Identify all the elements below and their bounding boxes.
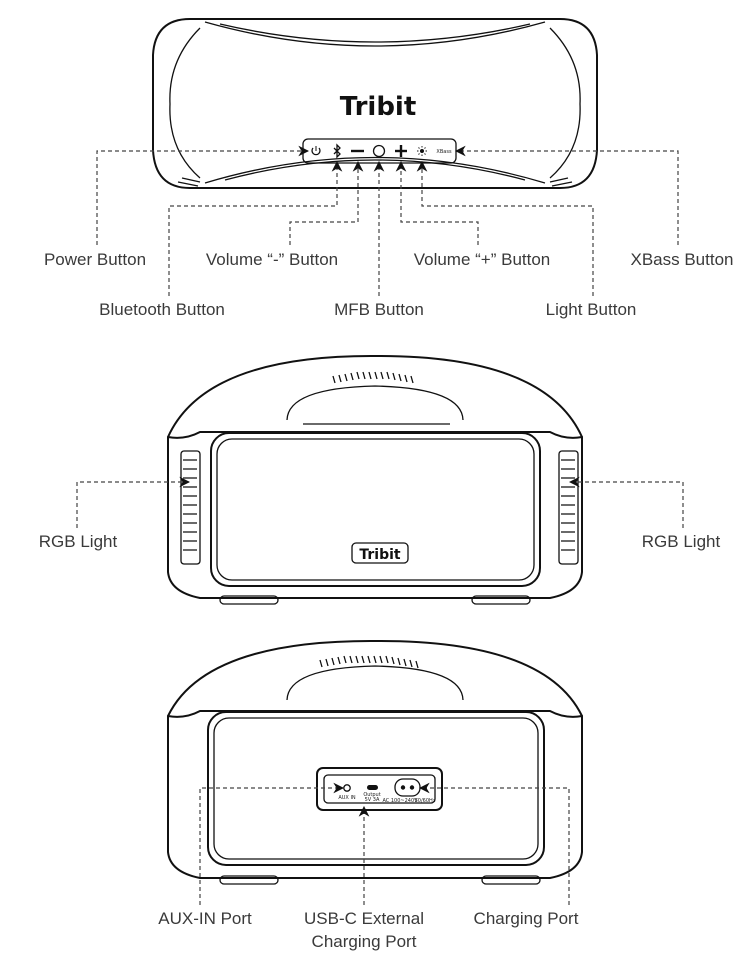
light-button-label: Light Button — [546, 300, 637, 319]
bluetooth-button-label: Bluetooth Button — [99, 300, 225, 319]
rgb-light-right-label: RGB Light — [642, 532, 721, 551]
output-port-text: Output — [363, 792, 380, 798]
xbass-panel-text: XBass — [436, 149, 452, 155]
top-brand-logo: Tribit — [340, 92, 417, 122]
charging-port-label: Charging Port — [474, 909, 579, 928]
back-view-speaker — [167, 639, 583, 885]
usbc-port-icon — [367, 785, 378, 790]
ac-port-icon — [394, 778, 421, 797]
back-leaders — [199, 782, 570, 905]
top-leaders — [96, 145, 679, 296]
port-panel — [316, 767, 443, 811]
ac-port-text-2: 50/60Hz — [415, 798, 436, 804]
volume-plus-label: Volume “+” Button — [414, 250, 551, 269]
front-leaders — [76, 476, 684, 528]
plus-icon — [395, 145, 407, 157]
power-button-label: Power Button — [44, 250, 146, 269]
circle-icon — [372, 144, 386, 158]
ac-port-text: AC 100~240V — [382, 798, 418, 804]
output-port-text-2: 5V 3A — [365, 797, 380, 803]
aux-port-icon — [343, 784, 351, 792]
mfb-button-label: MFB Button — [334, 300, 424, 319]
aux-in-port-label: AUX-IN Port — [158, 909, 252, 928]
front-brand-logo: Tribit — [359, 547, 401, 563]
bluetooth-icon — [333, 143, 341, 159]
usbc-label-line2: Charging Port — [312, 932, 417, 951]
front-view-speaker — [167, 354, 583, 605]
usbc-label-line1: USB-C External — [304, 909, 424, 928]
xbass-button-label: XBass Button — [630, 250, 733, 269]
rgb-light-left-label: RGB Light — [39, 532, 118, 551]
light-icon — [417, 146, 427, 156]
volume-minus-label: Volume “-” Button — [206, 250, 338, 269]
power-icon — [311, 146, 321, 156]
aux-port-text: AUX IN — [338, 795, 356, 801]
